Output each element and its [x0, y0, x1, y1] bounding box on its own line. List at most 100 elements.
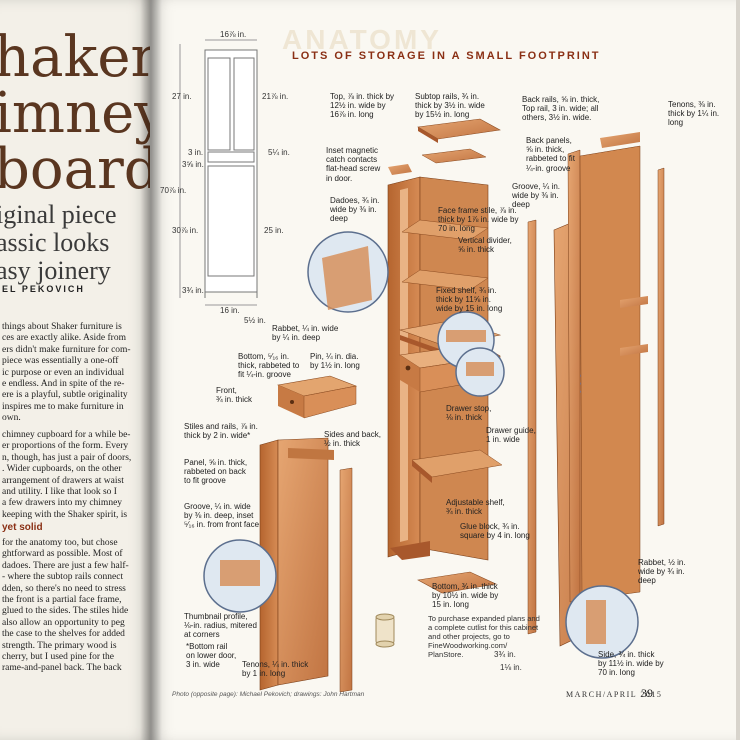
- face-frame-stile: [527, 219, 537, 635]
- dim-height-5: 5¼ in.: [268, 148, 290, 157]
- section-label: ANATOMY: [282, 24, 442, 55]
- label-panel: Panel, ⅝ in. thick, rabbeted on back to …: [184, 458, 248, 486]
- body-line: arrangement of drawers at waist: [2, 475, 124, 486]
- label-groove-back: Groove, ¼ in. wide by ⅜ in. deep: [512, 182, 561, 210]
- label-tenons-back: Tenons, ⅜ in. thick by 1¼ in. long: [668, 100, 720, 128]
- body-line: e endless. And in spite of the re-: [2, 379, 125, 390]
- body-line: things about Shaker furniture is: [2, 322, 122, 332]
- top-panel: [417, 118, 501, 143]
- body-line: er proportions of the form. Every: [2, 441, 129, 452]
- deck-line-2: assic looks: [0, 228, 110, 257]
- deck-line-3: asy joinery: [0, 256, 111, 285]
- body-line: cherry, but I used pine for the: [2, 652, 115, 663]
- label-side: Side, ¾ in. thick by 11½ in. wide by 70 …: [598, 650, 664, 678]
- loose-drawer: [276, 375, 358, 419]
- label-vertical-divider: Vertical divider, ⅝ in. thick: [458, 236, 512, 255]
- label-drawer-sides: Sides and back, ½ in. thick: [324, 430, 381, 449]
- label-catch: Inset magnetic catch contacts flat-head …: [326, 146, 381, 183]
- body-line: - where the subtop rails connect: [2, 572, 124, 583]
- detail-callout-rabbet: [565, 585, 639, 659]
- dim-height-3c: 3¾ in.: [182, 286, 204, 295]
- label-back-panels: Back panels, ⅝ in. thick, rabbeted to fi…: [526, 136, 575, 173]
- label-dadoes: Dadoes, ¾ in. wide by ⅜ in. deep: [330, 196, 380, 224]
- dim-depth: 5½ in.: [244, 316, 266, 325]
- body-line: and utility. I like that look so I: [2, 487, 117, 498]
- body-paragraph-2: chimney cupboard for a while be- er prop…: [2, 430, 150, 521]
- article-title-line-1: haker: [0, 25, 152, 90]
- label-glue-block: Glue block, ¾ in. square by 4 in. long: [460, 522, 530, 541]
- subhead: yet solid: [2, 522, 43, 533]
- page-number: 39: [641, 686, 653, 700]
- dim-top-width: 16⅞ in.: [220, 30, 247, 39]
- label-drawer-guide: Drawer guide, 1 in. wide: [486, 426, 536, 445]
- body-paragraph-1: things about Shaker furniture is ces are…: [2, 322, 150, 425]
- label-face-frame-stile: Face frame stile, ⅞ in. thick by 1⅞ in. …: [438, 206, 519, 234]
- body-line: ere is a playful, subtle originality: [2, 390, 128, 401]
- article-title-line-3: board: [0, 137, 152, 202]
- article-title-line-2: imney: [0, 81, 152, 146]
- body-line: dadoes. There are just a few half-: [2, 560, 129, 571]
- label-top: Top, ⅞ in. thick by 12½ in. wide by 16⅞ …: [330, 92, 395, 120]
- dim-height-25: 25 in.: [264, 226, 284, 235]
- body-paragraph-3: for the anatomy too, but chose ghtforwar…: [2, 538, 150, 675]
- dim-height-27: 27 in.: [172, 92, 192, 101]
- body-line: piece was essentially a one-off: [2, 356, 119, 367]
- dim-height-30: 30⅞ in.: [172, 226, 199, 235]
- body-line: ces are exactly alike. Aside from: [2, 333, 126, 344]
- body-line: a few drawers into my chimney: [2, 498, 123, 509]
- label-drawer-front: Front, ¾ in. thick: [216, 386, 253, 405]
- body-line: keeping with the Shaker spirit, is: [2, 509, 128, 520]
- dim-height-3: 3 in.: [188, 148, 204, 157]
- left-page: haker imney board iginal piece assic loo…: [0, 0, 152, 740]
- page-headline: LOTS OF STORAGE IN A SMALL FOOTPRINT: [292, 50, 601, 62]
- subtop-rails: [388, 148, 487, 175]
- exploded-drawing: [179, 39, 665, 693]
- body-line: also allow an opportunity to peg: [2, 617, 125, 628]
- body-line: . Wider cupboards, on the other: [2, 464, 122, 475]
- body-line: ghtforward as possible. Most of: [2, 549, 123, 560]
- label-pin: Pin, ¼ in. dia. by 1½ in. long: [310, 352, 360, 371]
- body-line: ers didn't make furniture for com-: [2, 344, 131, 355]
- body-line: the front is a partial face frame,: [2, 595, 122, 606]
- deck-line-1: iginal piece: [0, 200, 117, 229]
- body-line: rame-and-panel back. The back: [2, 663, 122, 674]
- spine-shadow: [140, 0, 162, 740]
- label-subtop-rails: Subtop rails, ¾ in. thick by 3½ in. wide…: [415, 92, 485, 120]
- label-back-rails: Back rails, ⅝ in. thick, Top rail, 3 in.…: [522, 95, 600, 123]
- right-page: ANATOMY LOTS OF STORAGE IN A SMALL FOOTP…: [150, 0, 736, 740]
- body-line: the case to the shelves for added: [2, 629, 125, 640]
- purchase-plans-note: To purchase expanded plans and a complet…: [428, 614, 540, 659]
- body-line: dden, so there's no need to stress: [2, 583, 126, 594]
- back-frame: [567, 132, 665, 603]
- dim-height-21: 21⅞ in.: [262, 92, 289, 101]
- label-drawer-bottom: Bottom, ⁵⁄₁₆ in. thick, rabbeted to fit …: [238, 352, 300, 380]
- label-stiles-rails: Stiles and rails, ⅞ in. thick by 2 in. w…: [184, 422, 258, 441]
- front-elevation-drawing: [179, 39, 258, 306]
- body-line: for the anatomy too, but chose: [2, 538, 118, 548]
- label-tenons-door: Tenons, ¼ in. thick by 1 in. long: [242, 660, 309, 679]
- label-adjustable-shelf: Adjustable shelf, ¾ in. thick: [446, 498, 505, 517]
- dim-height-3b: 3⅝ in.: [182, 160, 204, 169]
- dim-foot-34: 3¾ in.: [494, 650, 516, 659]
- issue-date: MARCH/APRIL 2015: [566, 690, 663, 699]
- label-bottom: Bottom, ¾ in. thick by 10½ in. wide by 1…: [432, 582, 499, 610]
- body-line: inspires me to make furniture in: [2, 401, 124, 412]
- body-line: ic purpose or even an individual: [2, 367, 125, 378]
- label-thumbnail-profile: Thumbnail profile, ⅛-in. radius, mitered…: [184, 612, 257, 640]
- body-line: strength. The primary wood is: [2, 640, 117, 651]
- label-drawer-stop: Drawer stop, ⅛ in. thick: [446, 404, 492, 423]
- body-line: own.: [2, 413, 21, 424]
- label-groove-door: Groove, ¼ in. wide by ⅜ in. deep, inset …: [184, 502, 260, 530]
- body-line: chimney cupboard for a while be-: [2, 430, 131, 440]
- label-bottom-rail: *Bottom rail on lower door, 3 in. wide: [186, 642, 237, 670]
- detail-callout-groove: [203, 539, 277, 613]
- detail-callout-dadoes: [307, 231, 389, 313]
- dim-overall: 70⅞ in.: [160, 186, 187, 195]
- photo-credit: Photo (opposite page): Michael Pekovich;…: [172, 691, 365, 698]
- body-line: glued to the sides. The stiles hide: [2, 606, 129, 617]
- label-fixed-shelf: Fixed shelf, ¾ in. thick by 11⅝ in. wide…: [436, 286, 503, 314]
- label-rabbet-top: Rabbet, ¼ in. wide by ¼ in. deep: [272, 324, 339, 343]
- label-rabbet-side: Rabbet, ½ in. wide by ¾ in. deep: [638, 558, 686, 586]
- dim-bottom-width: 16 in.: [220, 306, 240, 315]
